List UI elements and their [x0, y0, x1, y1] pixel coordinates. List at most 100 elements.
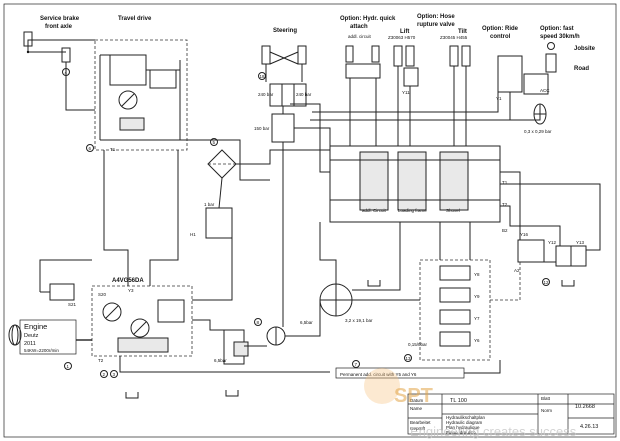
drawing-frame — [3, 3, 617, 438]
label-s20: S20 — [98, 292, 107, 297]
steering-valve-block — [269, 83, 307, 107]
label-t2-valve: T2 — [502, 202, 508, 207]
label-ride-control-2: control — [490, 34, 511, 40]
steering-cooler-circle — [266, 326, 286, 346]
valve-y16 — [517, 239, 545, 263]
engine-title: Engine — [24, 322, 47, 331]
label-y13: Y13 — [576, 240, 585, 245]
label-hydr-quick-2: attach — [350, 24, 368, 30]
callout-7 — [352, 360, 360, 368]
steering-cylinders — [261, 45, 307, 82]
title-block — [407, 393, 615, 435]
valve-shovel: Shovel — [446, 208, 460, 213]
label-y1: Y1 — [496, 96, 502, 101]
engine-make: Deutz — [24, 333, 39, 339]
label-b2: B2 — [502, 228, 508, 233]
svg-text:3: 3 — [113, 372, 116, 377]
label-hydr-quick-1: Option: Hydr. quick — [340, 16, 396, 22]
label-t1: T1 — [110, 147, 116, 152]
svg-text:12: 12 — [544, 280, 550, 285]
pressure-1bar: 1 bar — [204, 202, 215, 207]
pressure-015: 0,15/0bar — [408, 342, 428, 347]
pressure-6-5: 6,5bar — [214, 358, 227, 363]
svg-text:13: 13 — [406, 356, 412, 361]
label-h1: H1 — [190, 232, 196, 237]
callout-3 — [110, 370, 118, 378]
label-y9: Y9 — [474, 294, 480, 299]
callout-18 — [258, 72, 266, 80]
quick-attach-cylinders — [345, 45, 381, 79]
svg-text:18: 18 — [260, 74, 266, 79]
label-y12: Y12 — [548, 240, 557, 245]
label-y7: Y7 — [474, 316, 480, 321]
label-jobsite: Jobsite — [574, 46, 596, 52]
engine-fan-icon — [8, 324, 22, 346]
label-s21: S21 — [68, 302, 77, 307]
tb-rev: 4.26.13 — [580, 424, 598, 430]
tb-label-gepr: Geprüft — [410, 426, 426, 431]
callout-1 — [64, 362, 72, 370]
gear-pump — [319, 283, 353, 317]
watermark-logo: SPT Engineering creates success — [364, 368, 577, 439]
svg-text:5: 5 — [213, 140, 216, 145]
engine-block — [19, 319, 77, 355]
engine-model: 2011 — [24, 341, 36, 347]
pump-group — [91, 285, 193, 357]
fast-speed-valve — [545, 42, 557, 73]
label-lift-nos: Z30063 H570 — [388, 35, 416, 40]
callout-2 — [100, 370, 108, 378]
inching-pedal — [40, 283, 75, 301]
tb-label-name: Name — [410, 406, 423, 411]
tb-model: TL 100 — [450, 398, 467, 404]
label-hose-rupture-1: Option: Hose — [417, 14, 455, 20]
accumulator-spec: 0,3 x 0,29 bar — [524, 129, 552, 134]
lift-tilt-cylinders — [393, 45, 471, 87]
label-tilt: Tilt — [458, 29, 467, 35]
label-front-axle: front axle — [45, 24, 73, 30]
valve-stack-y — [419, 259, 491, 361]
travel-drive-box — [94, 39, 188, 151]
pressure-240-b: 240 bar — [296, 92, 312, 97]
callout-6 — [86, 144, 94, 152]
label-t1-valve: T1 — [502, 180, 508, 185]
svg-text:8: 8 — [257, 320, 260, 325]
tank-symbols — [125, 280, 575, 399]
callout-12 — [542, 278, 550, 286]
tb-desc-1: Hydraulikschaltplan — [446, 415, 486, 420]
label-a2: A2 — [514, 268, 520, 273]
filter-diamond — [207, 149, 237, 179]
hydraulic-lines — [27, 39, 601, 374]
svg-text:1: 1 — [67, 364, 70, 369]
callout-8 — [254, 318, 262, 326]
valve-y12-y13 — [555, 245, 587, 267]
label-y6: Y6 — [474, 338, 480, 343]
label-fast-speed-1: Option: fast — [540, 26, 574, 32]
pressure-240-a: 240 bar — [258, 92, 274, 97]
tb-desc-4: Piano idraulico — [446, 430, 476, 435]
valve-addl-circuit: addl. Circuit — [362, 208, 387, 213]
valve-loading-frame: Loading frame — [398, 208, 427, 213]
tb-label-bearb: Bearbeitet — [410, 420, 431, 425]
pressure-150: 150 bar — [254, 126, 270, 131]
permanent-note: Permanent add. circuit with Y5 and Y6 — [340, 372, 417, 377]
priority-valve — [205, 207, 233, 239]
callout-13 — [404, 354, 412, 362]
service-brake-cylinders — [23, 31, 71, 70]
label-fast-speed-2: speed 30km/h — [540, 34, 580, 40]
watermark-sub: Engineering creates success — [410, 424, 577, 439]
steering-unit — [271, 106, 295, 143]
tb-desc-3: Plan hydraulique — [446, 425, 480, 430]
small-valve-group — [223, 329, 249, 365]
tb-label-datum: Datum — [410, 398, 424, 403]
label-acc: ACC — [540, 88, 550, 93]
label-lift: Lift — [400, 29, 409, 35]
svg-text:6: 6 — [89, 146, 92, 151]
tb-number: 10.2668 — [575, 404, 595, 410]
tb-desc-2: Hydraulic diagram — [446, 420, 483, 425]
label-y8: Y8 — [474, 272, 480, 277]
main-control-valve — [329, 145, 501, 223]
watermark-main: SPT — [394, 385, 433, 407]
label-hose-rupture-2: rupture valve — [417, 22, 455, 28]
